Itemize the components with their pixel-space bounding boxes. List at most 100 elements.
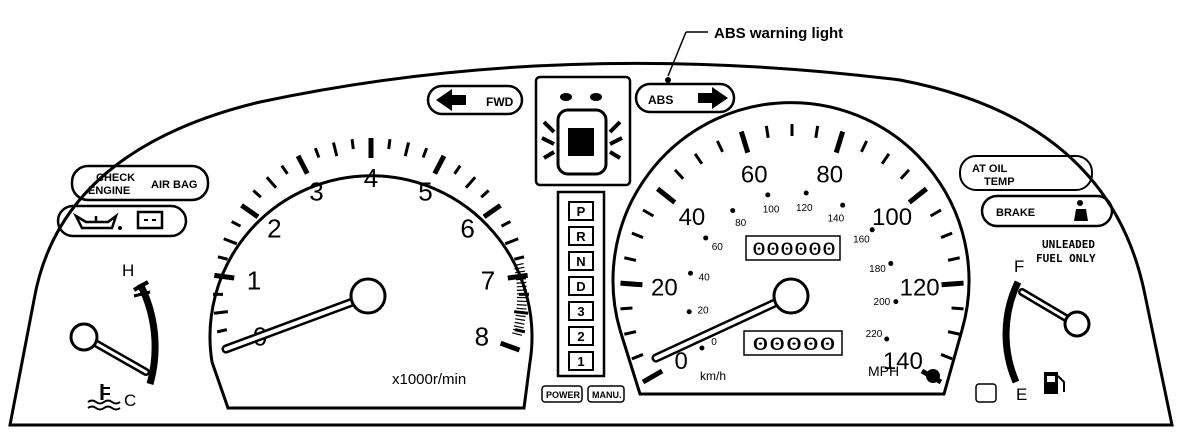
fuel-pump-icon bbox=[1044, 372, 1065, 394]
brake-seatbelt-indicator: BRAKE bbox=[980, 194, 1114, 228]
tachometer-tick bbox=[504, 237, 519, 246]
redline-tick bbox=[513, 262, 524, 267]
tachometer-tick bbox=[331, 142, 339, 157]
tachometer-tick bbox=[216, 328, 228, 334]
door-ajar-indicator bbox=[534, 75, 632, 187]
abs-label: ABS bbox=[648, 93, 673, 107]
tachometer-tick bbox=[453, 164, 462, 175]
kmh-label: 140 bbox=[828, 213, 845, 224]
speedometer-tick bbox=[620, 306, 633, 311]
speedometer-tick bbox=[764, 125, 770, 139]
tachometer-unit: x1000r/min bbox=[392, 371, 466, 388]
tachometer-label: 7 bbox=[481, 266, 495, 296]
temp-label: TEMP bbox=[984, 176, 1015, 188]
right-arrow-icon bbox=[698, 87, 728, 109]
speedometer-tick bbox=[833, 130, 846, 154]
brake-label: BRAKE bbox=[996, 207, 1035, 219]
redline-tick bbox=[514, 266, 525, 270]
gear-position-label: 3 bbox=[577, 304, 584, 319]
speedometer-tick bbox=[860, 140, 868, 153]
mph-label: 20 bbox=[651, 274, 678, 301]
tachometer-hub bbox=[349, 277, 387, 315]
temp-high-label: H bbox=[122, 261, 134, 280]
odometer: 000000 bbox=[745, 235, 841, 261]
tachometer: 012345678 x1000r/min bbox=[208, 138, 534, 410]
speedometer-tick bbox=[631, 353, 644, 361]
indicator-dot bbox=[926, 369, 940, 383]
gear-position-box bbox=[568, 251, 594, 271]
tachometer-tick bbox=[252, 189, 262, 199]
check-label: CHECK bbox=[96, 172, 135, 184]
speedometer-tick bbox=[814, 125, 820, 139]
warning-lamp-icon bbox=[975, 383, 997, 403]
speedometer-tick bbox=[738, 130, 751, 154]
kmh-tick-dot bbox=[686, 309, 692, 315]
redline-tick bbox=[513, 325, 524, 329]
fwd-indicator: FWD bbox=[426, 84, 524, 116]
kmh-label: 180 bbox=[869, 264, 886, 275]
tachometer-tick bbox=[513, 255, 525, 261]
redline-tick bbox=[515, 274, 526, 277]
speedometer-tick bbox=[631, 231, 644, 239]
tachometer-tick bbox=[421, 147, 429, 159]
gear-position-label: D bbox=[576, 279, 585, 294]
speedometer-tick bbox=[620, 280, 643, 288]
tachometer-tick bbox=[507, 272, 528, 281]
tachometer-tick bbox=[214, 272, 235, 281]
speedometer-tick bbox=[907, 186, 929, 205]
fuel-empty-label: E bbox=[1016, 385, 1027, 404]
tachometer-label: 5 bbox=[418, 176, 432, 206]
tachometer-tick bbox=[265, 176, 278, 189]
tachometer-tick bbox=[240, 203, 260, 219]
redline-tick bbox=[516, 278, 527, 281]
kmh-label: 20 bbox=[697, 306, 709, 317]
abs-indicator: ABS bbox=[634, 82, 736, 114]
kmh-tick-dot bbox=[688, 270, 694, 276]
temp-hub bbox=[69, 322, 99, 352]
gear-position-box bbox=[568, 276, 594, 296]
at-oil-label: AT OIL bbox=[972, 163, 1008, 175]
oil-pressure-icon bbox=[72, 212, 122, 230]
speedometer-tick bbox=[642, 208, 655, 218]
gear-position-box bbox=[568, 226, 594, 246]
battery-icon bbox=[136, 210, 164, 230]
tachometer-tick bbox=[480, 189, 490, 199]
kmh-tick-dot bbox=[765, 192, 771, 198]
kmh-tick-dot bbox=[730, 208, 736, 214]
tachometer-tick bbox=[313, 147, 321, 159]
kmh-tick-dot bbox=[893, 299, 899, 305]
speedometer-tick bbox=[655, 186, 677, 205]
gear-position-label: N bbox=[576, 254, 585, 269]
kmh-tick-dot bbox=[869, 227, 875, 233]
tachometer-tick bbox=[432, 154, 447, 175]
kmh-label: 160 bbox=[853, 235, 870, 246]
gear-position-box bbox=[568, 326, 594, 346]
tachometer-tick bbox=[217, 255, 229, 261]
speedometer-tick bbox=[693, 153, 704, 165]
temperature-gauge: H C bbox=[69, 261, 159, 411]
trip-meter: 00000 bbox=[743, 330, 843, 356]
tachometer-label: 6 bbox=[460, 213, 474, 243]
airbag-label: AIR BAG bbox=[151, 179, 197, 191]
speedometer-tick bbox=[880, 153, 891, 165]
kmh-tick-dot bbox=[888, 260, 894, 266]
tachometer-tick bbox=[499, 340, 521, 353]
fwd-label: FWD bbox=[486, 95, 514, 109]
mph-label: 140 bbox=[883, 348, 923, 375]
tachometer-redline bbox=[512, 262, 527, 336]
fuel-only-label: FUEL ONLY bbox=[1036, 252, 1096, 265]
tachometer-tick bbox=[213, 310, 229, 315]
speedometer-tick bbox=[951, 306, 964, 311]
gear-position-label: P bbox=[577, 204, 586, 219]
kmh-label: 80 bbox=[735, 218, 747, 229]
lamp-icon bbox=[560, 93, 572, 101]
trip-value: 00000 bbox=[752, 335, 836, 355]
fuel-full-label: F bbox=[1014, 257, 1024, 276]
speedometer-tick bbox=[941, 280, 964, 288]
tachometer-label: 4 bbox=[364, 163, 378, 193]
speedometer-tick bbox=[623, 256, 637, 262]
seatbelt-icon bbox=[1074, 200, 1088, 221]
unleaded-label: UNLEADED bbox=[1042, 238, 1095, 251]
